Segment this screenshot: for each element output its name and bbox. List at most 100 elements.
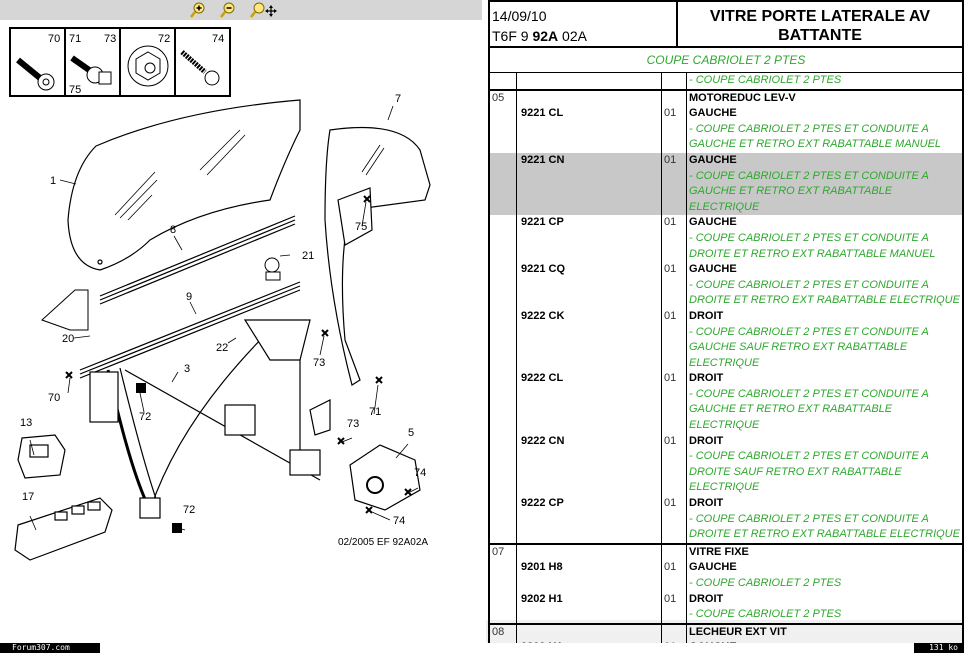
callout-73: 73	[313, 357, 325, 369]
part-side: GAUCHE	[689, 640, 962, 643]
part-qty: 01	[661, 215, 687, 263]
part-side: DROIT	[689, 497, 724, 510]
callout-72: 72	[139, 411, 151, 423]
part-note: - COUPE CABRIOLET 2 PTES ET CONDUITE A D…	[689, 278, 960, 307]
part-side: DROIT	[689, 372, 724, 385]
screw-74-icon	[180, 50, 220, 86]
pan-zoom-icon[interactable]	[248, 2, 278, 18]
part-side: GAUCHE	[689, 153, 737, 166]
part-side: GAUCHE	[689, 216, 737, 229]
intro-note: - COUPE CABRIOLET 2 PTES	[686, 73, 964, 90]
part-qty: 01	[661, 433, 687, 497]
diagram-reference: 02/2005 EF 92A02A	[338, 537, 428, 548]
callout-70: 70	[48, 392, 60, 404]
model-subtitle: COUPE CABRIOLET 2 PTES	[488, 48, 964, 73]
group-name: LECHEUR EXT VIT	[689, 625, 787, 638]
group-name: VITRE FIXE	[689, 545, 749, 558]
parts-diagram-panel: 70 71 73 75 72 74	[0, 0, 482, 653]
callout-75: 75	[69, 84, 81, 96]
callout-9: 9	[186, 291, 192, 303]
group-header-row: 05 MOTOREDUC LEV-V	[488, 88, 964, 107]
part-number[interactable]: 9221 CN	[516, 152, 662, 216]
part-number[interactable]: 9222 CP	[516, 496, 662, 544]
group-name: MOTOREDUC LEV-V	[689, 91, 796, 104]
part-qty: 01	[661, 308, 687, 372]
quarter-window-frame	[324, 126, 431, 386]
plate-title: VITRE PORTE LATERALE AV BATTANTE	[676, 0, 964, 48]
glass-clip-21	[264, 257, 281, 281]
file-size: 131 ko	[914, 643, 964, 653]
part-number[interactable]: 9202 H1	[516, 591, 662, 624]
part-number[interactable]: 9222 CN	[516, 433, 662, 497]
window-switch-panel-17	[14, 497, 113, 561]
bolt-70-icon	[16, 57, 55, 91]
zoom-toolbar	[0, 0, 482, 20]
part-note: - COUPE CABRIOLET 2 PTES	[689, 577, 842, 589]
part-side: GAUCHE	[689, 107, 737, 120]
group-ref: 07	[488, 542, 517, 561]
seal-strip-8	[99, 215, 296, 305]
zoom-out-icon[interactable]	[218, 2, 238, 18]
callout-3: 3	[184, 363, 190, 375]
part-number[interactable]: 9221 CL	[516, 106, 662, 153]
callout-5: 5	[408, 427, 414, 439]
part-note: - COUPE CABRIOLET 2 PTES	[689, 608, 842, 621]
part-side: DROIT	[689, 309, 724, 322]
window-regulator	[89, 319, 331, 519]
group-header-row: 07 VITRE FIXE	[488, 542, 964, 561]
part-qty: 01	[661, 560, 687, 592]
callout-74: 74	[414, 467, 426, 479]
part-qty: 01	[661, 591, 687, 624]
leader-lines	[29, 105, 419, 531]
callout-7: 7	[395, 93, 401, 105]
print-date: 14/09/10	[492, 8, 547, 24]
part-number[interactable]: 9222 CL	[516, 371, 662, 434]
exploded-view-diagram: 70 71 73 75 72 74	[9, 27, 431, 561]
pad-72	[172, 523, 182, 533]
part-note: - COUPE CABRIOLET 2 PTES ET CONDUITE A G…	[689, 325, 929, 369]
part-qty: 01	[661, 106, 687, 153]
group-ref: 05	[488, 88, 517, 107]
callout-72: 72	[183, 504, 195, 516]
part-note: - COUPE CABRIOLET 2 PTES ET CONDUITE A G…	[689, 387, 929, 432]
pad-72	[136, 383, 146, 393]
callout-74: 74	[212, 33, 224, 45]
callout-73: 73	[104, 33, 116, 45]
end-bracket	[41, 289, 89, 331]
part-number[interactable]: 9221 CP	[516, 215, 662, 263]
hardware-box	[9, 27, 231, 97]
seal-strip-9	[79, 281, 301, 379]
part-side: DROIT	[689, 434, 724, 447]
callout-71: 71	[69, 33, 81, 45]
part-qty: 01	[661, 371, 687, 434]
part-number[interactable]: 9201 H8	[516, 560, 662, 592]
zoom-in-icon[interactable]	[188, 2, 208, 18]
nut-72-icon	[127, 45, 169, 87]
callout-71: 71	[369, 406, 381, 418]
part-note: - COUPE CABRIOLET 2 PTES ET CONDUITE A D…	[689, 450, 929, 494]
callout-8: 8	[170, 224, 176, 236]
part-number[interactable]: 9309 H1	[516, 640, 662, 643]
site-credit: Forum307.com	[0, 643, 100, 653]
callout-22: 22	[216, 342, 228, 354]
part-side: DROIT	[689, 592, 724, 605]
part-row[interactable]: 9309 H101GAUCHE- COUPE CABRIOLET 2 PTES	[488, 640, 964, 643]
part-number[interactable]: 9222 CK	[516, 308, 662, 372]
parts-header: 14/09/10 T6F 9 92A 02A VITRE PORTE LATER…	[488, 0, 964, 48]
callout-1: 1	[50, 175, 56, 187]
part-note: - COUPE CABRIOLET 2 PTES ET CONDUITE A G…	[689, 122, 942, 151]
callout-13: 13	[20, 417, 32, 429]
bolt-71-73-icon	[70, 55, 112, 85]
part-number[interactable]: 9221 CQ	[516, 262, 662, 309]
parts-list-panel: 14/09/10 T6F 9 92A 02A VITRE PORTE LATER…	[488, 0, 964, 643]
